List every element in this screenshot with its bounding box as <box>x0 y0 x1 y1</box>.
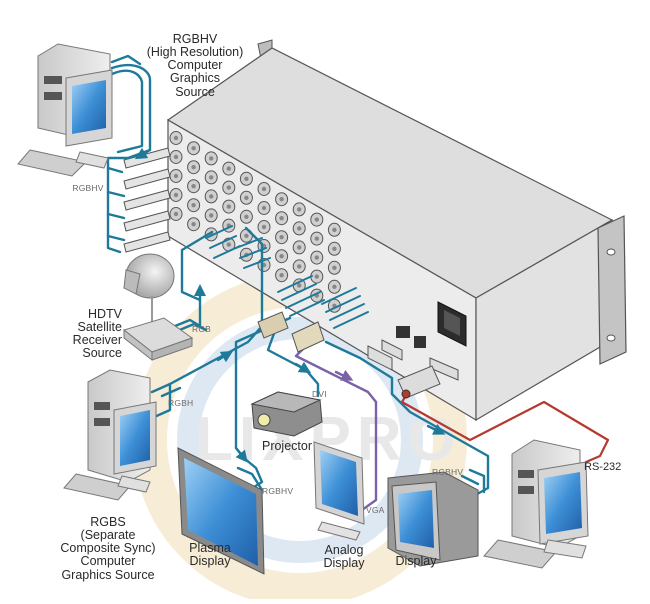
bnc-connector-pin <box>209 175 214 180</box>
rgbhv-source-label: RGBHV (High Resolution) Computer Graphic… <box>146 32 244 99</box>
cable-projector <box>266 326 320 398</box>
crt-display <box>387 471 479 567</box>
bnc-connector-pin <box>279 197 284 202</box>
bnc-connector-pin <box>332 265 337 270</box>
bnc-connector-pin <box>279 216 284 221</box>
plasma-port-label: RGBHV <box>262 486 294 496</box>
bnc-connector-pin <box>173 154 179 160</box>
display-label: Display <box>395 554 437 568</box>
bnc-connector-pin <box>209 213 214 218</box>
display-port-label: RGBHV <box>432 467 464 477</box>
bnc-connector-pin <box>226 242 231 247</box>
bnc-connector-pin <box>279 235 284 240</box>
bnc-connector-pin <box>314 217 319 222</box>
bnc-connector-pin <box>244 176 249 181</box>
bnc-connector-pin <box>279 254 284 259</box>
connector-plugs <box>257 311 441 399</box>
bnc-connector-pin <box>173 135 179 141</box>
bnc-connector-pin <box>191 203 196 208</box>
bnc-plug <box>123 168 171 190</box>
bnc-connector-pin <box>226 185 231 190</box>
bnc-connector-pin <box>314 255 319 260</box>
bnc-connector-pin <box>226 204 231 209</box>
rgbs-source-label: RGBS (Separate Composite Sync) Computer … <box>60 515 156 582</box>
bnc-connector-pin <box>297 245 302 250</box>
bnc-connector-pin <box>314 274 319 279</box>
cable-display <box>324 340 490 500</box>
bnc-connector-pin <box>297 226 302 231</box>
cable-rgbhv-source <box>106 54 152 254</box>
analog-display-label: Analog Display <box>323 543 365 571</box>
rgbhv-port-label: RGBHV <box>72 183 104 193</box>
hdtv-satellite-receiver <box>122 253 194 362</box>
bnc-connector-pin <box>191 222 196 227</box>
bnc-connector-pin <box>297 264 302 269</box>
bnc-connector-pin <box>261 224 267 230</box>
bnc-connector-pin <box>244 214 249 219</box>
bnc-plug <box>123 189 171 211</box>
rs232-label: RS-232 <box>584 461 622 473</box>
rgbs-source-computer <box>63 369 157 501</box>
analog-port-label: VGA <box>366 505 385 515</box>
rgbhv-source-computer <box>17 43 113 177</box>
cable-patch-bundle <box>205 225 369 329</box>
cable-rs232 <box>400 390 610 464</box>
bnc-connector-pin <box>191 184 196 189</box>
bnc-connector-pin <box>244 195 249 200</box>
bnc-connector-pin <box>297 283 302 288</box>
bnc-connector-array <box>123 131 341 313</box>
analog-display-monitor <box>313 441 365 541</box>
bnc-connector-pin <box>261 205 267 211</box>
projector-port-label: DVI <box>312 389 327 399</box>
bnc-connector-pin <box>332 284 337 289</box>
projector-label: Projector <box>261 439 313 453</box>
bnc-connector-pin <box>332 246 337 251</box>
control-computer <box>483 439 589 569</box>
bnc-connector-pin <box>209 194 214 199</box>
bnc-connector-pin <box>191 146 196 151</box>
bnc-connector-pin <box>244 233 249 238</box>
bnc-connector-pin <box>173 192 179 198</box>
bnc-connector-pin <box>191 165 196 170</box>
bnc-plug <box>123 210 171 232</box>
bnc-connector-pin <box>173 173 179 179</box>
bnc-connector-pin <box>209 156 214 161</box>
hdtv-port-label: RGB <box>192 324 212 334</box>
rgbs-port-label: RGBH <box>168 398 194 408</box>
cable-analog-display <box>294 344 378 512</box>
projector <box>250 391 323 437</box>
bnc-connector-pin <box>297 207 302 212</box>
bnc-plug <box>123 231 171 253</box>
bnc-connector-pin <box>279 273 284 278</box>
hdtv-source-label: HDTV Satellite Receiver Source <box>72 307 122 361</box>
bnc-connector-pin <box>226 166 231 171</box>
bnc-connector-pin <box>332 227 337 232</box>
bnc-connector-pin <box>314 236 319 241</box>
bnc-connector-pin <box>173 211 179 217</box>
plasma-display <box>177 447 265 575</box>
plasma-display-label: Plasma Display <box>189 541 231 569</box>
bnc-connector-pin <box>261 186 267 192</box>
